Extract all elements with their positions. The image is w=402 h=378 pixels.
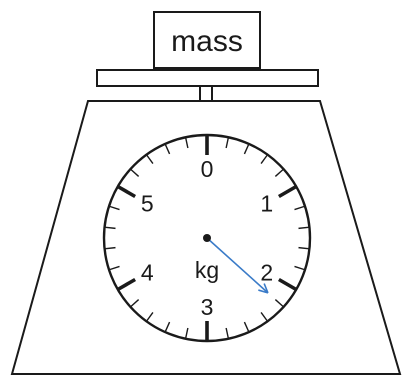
dial-number-4: 4	[141, 260, 154, 286]
dial-number-1: 1	[260, 191, 273, 217]
dial-number-0: 0	[201, 156, 214, 182]
scale-platform	[97, 70, 318, 86]
scale-stem	[200, 86, 212, 101]
dial-number-2: 2	[260, 260, 273, 286]
dial-number-5: 5	[141, 191, 154, 217]
unit-label: kg	[195, 257, 219, 283]
mass-label: mass	[171, 25, 243, 58]
dial-center-pivot	[203, 234, 211, 242]
dial-number-3: 3	[201, 294, 214, 320]
